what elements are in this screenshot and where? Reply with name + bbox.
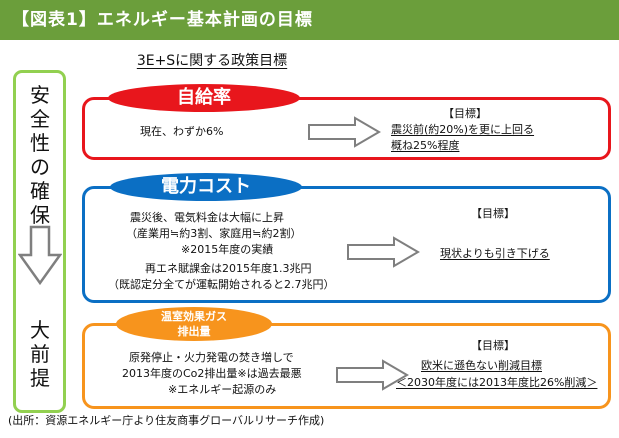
right-arrow-icon xyxy=(336,359,409,391)
ghg-status-line: ※エネルギー起源のみ xyxy=(168,383,277,396)
ghg-status-line: 2013年度のCo2排出量※は過去最悪 xyxy=(122,367,302,380)
ghg-status-line: 原発停止・火力発電の焚き増しで xyxy=(129,351,294,364)
power-cost-status-line: 震災後、電気料金は大幅に上昇 xyxy=(130,211,284,224)
header-title-bar: 【図表1】エネルギー基本計画の目標 xyxy=(0,0,619,40)
safety-column-bottom-text: 大前提 xyxy=(30,318,50,390)
self-sufficiency-goal-line: 震災前(約20%)を更に上回る xyxy=(391,123,535,136)
page-title: 【図表1】エネルギー基本計画の目標 xyxy=(12,10,313,30)
power-cost-label: 電力コスト xyxy=(110,173,302,201)
power-cost-goal-heading: 【目標】 xyxy=(471,207,515,220)
power-cost-status-line: （既認定分全てが運転開始されると2.7兆円） xyxy=(108,278,335,291)
self-sufficiency-label: 自給率 xyxy=(108,84,300,112)
ghg-goal-line: 欧米に遜色ない削減目標 xyxy=(421,359,542,372)
power-cost-status-line: 再エネ賦課金は2015年度1.3兆円 xyxy=(145,262,312,275)
self-sufficiency-goal-heading: 【目標】 xyxy=(443,107,487,120)
power-cost-panel xyxy=(82,186,611,303)
ghg-emissions-label: 温室効果ガス 排出量 xyxy=(116,307,272,341)
safety-column xyxy=(13,70,66,413)
self-sufficiency-goal-line: 概ね25%程度 xyxy=(391,139,460,152)
right-arrow-icon xyxy=(347,236,420,268)
policy-subtitle: 3E+Sに関する政策目標 xyxy=(136,53,288,69)
ghg-goal-line: ＜2030年度には2013年度比26%削減＞ xyxy=(396,376,598,389)
ghg-emissions-label-line: 排出量 xyxy=(177,325,211,338)
power-cost-status-line: ※2015年度の実績 xyxy=(181,243,274,256)
power-cost-goal-line: 現状よりも引き下げる xyxy=(440,247,550,260)
safety-column-top-text: 安全性の確保 xyxy=(30,83,50,227)
ghg-emissions-label-line: 温室効果ガス xyxy=(161,310,227,323)
source-note: (出所：資源エネルギー庁より住友商事グローバルリサーチ作成) xyxy=(8,414,325,427)
self-sufficiency-panel xyxy=(82,97,611,160)
down-arrow-icon xyxy=(18,225,62,286)
self-sufficiency-status: 現在、わずか6% xyxy=(140,125,224,138)
power-cost-status-line: （産業用≒約3割、家庭用≒約2割） xyxy=(126,227,302,240)
right-arrow-icon xyxy=(308,116,381,148)
ghg-goal-heading: 【目標】 xyxy=(471,339,515,352)
